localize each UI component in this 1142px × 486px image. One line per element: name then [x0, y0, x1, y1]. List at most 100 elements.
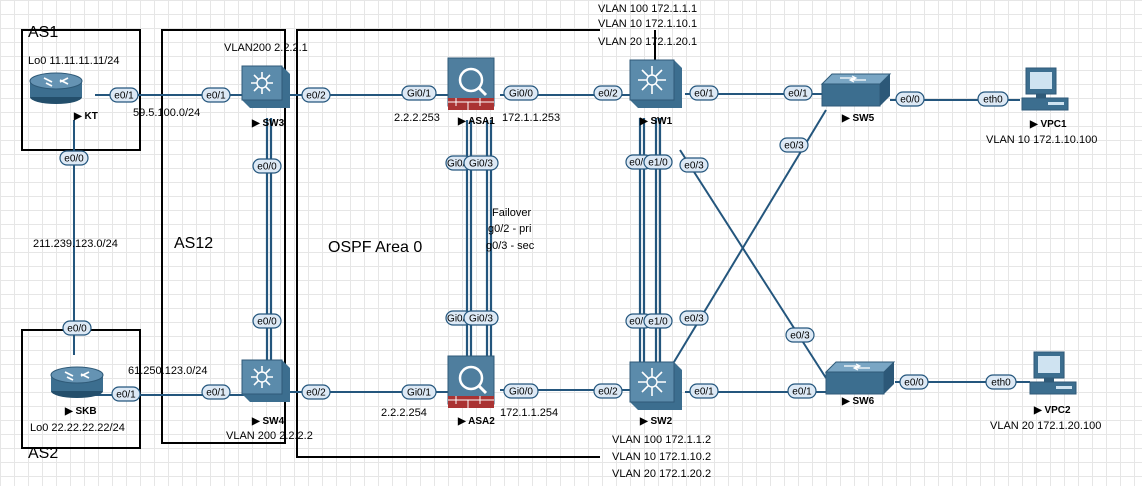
svg-text:Gi0/2: Gi0/2	[447, 159, 471, 170]
port-badge-sw1-e10: e1/0	[643, 154, 673, 170]
sw4-vlan-label: VLAN 200 2.2.2.2	[226, 430, 313, 442]
svg-text:e1/0: e1/0	[648, 317, 668, 328]
port-badge-skb-e01: e0/1	[111, 386, 141, 402]
svg-text:e0/2: e0/2	[306, 388, 326, 399]
asa1-device-label: ▶ ASA1	[457, 116, 495, 127]
as2-label: AS2	[28, 445, 58, 462]
svg-text:Gi0/1: Gi0/1	[407, 89, 431, 100]
as1-label: AS1	[28, 24, 58, 41]
sw3-vlan-label: VLAN200 2.2.2.1	[224, 42, 308, 54]
svg-text:e0/3: e0/3	[684, 161, 704, 172]
sw2-switch-icon[interactable]	[629, 361, 682, 410]
port-badge-sw4-e00: e0/0	[252, 313, 282, 329]
links	[73, 93, 1030, 396]
svg-text:eth0: eth0	[983, 95, 1003, 106]
sw2-device-label: ▶ SW2	[639, 416, 673, 427]
sw5-device-label: ▶ SW5	[841, 113, 875, 124]
port-badge-asa1-gi00: Gi0/0	[503, 85, 539, 101]
asa1-firewall-icon[interactable]	[447, 57, 495, 110]
sw1-device-label: ▶ SW1	[639, 116, 673, 127]
port-badge-asa1-gi03: Gi0/3	[463, 155, 499, 171]
sw5-switch-icon[interactable]	[820, 73, 892, 107]
svg-text:e0/1: e0/1	[206, 388, 226, 399]
port-badge-sw3-e02: e0/2	[301, 87, 331, 103]
svg-text:e0/1: e0/1	[116, 390, 136, 401]
svg-text:e0/1: e0/1	[114, 91, 134, 102]
port-badge-sw6-e03: e0/3	[785, 327, 815, 343]
vpc2-ip-label: VLAN 20 172.1.20.100	[990, 420, 1101, 432]
svg-text:eth0: eth0	[991, 378, 1011, 389]
svg-text:Gi0/1: Gi0/1	[407, 388, 431, 399]
svg-text:e0/0: e0/0	[64, 154, 84, 165]
port-badge-sw2-e01: e0/1	[689, 383, 719, 399]
svg-text:e0/0: e0/0	[257, 317, 277, 328]
port-badge-sw4-e02: e0/2	[301, 384, 331, 400]
asa2-inside-ip: 172.1.1.254	[500, 407, 558, 419]
sw1-vlan20-label: VLAN 20 172.1.20.1	[598, 36, 697, 48]
sw4-device-label: ▶ SW4	[251, 416, 285, 427]
svg-text:e0/0: e0/0	[257, 162, 277, 173]
svg-text:e0/1: e0/1	[694, 89, 714, 100]
svg-text:e0/3: e0/3	[784, 141, 804, 152]
port-badge-kt-e01: e0/1	[109, 87, 139, 103]
svg-text:e0/0: e0/0	[900, 95, 920, 106]
skb-loopback-label: Lo0 22.22.22.22/24	[30, 422, 125, 434]
sw2-vlan100-label: VLAN 100 172.1.1.2	[612, 434, 711, 446]
sw6-device-label: ▶ SW6	[841, 396, 875, 407]
svg-text:e0/0: e0/0	[67, 324, 87, 335]
port-badge-kt-e00: e0/0	[59, 150, 89, 166]
svg-text:Gi0/3: Gi0/3	[469, 314, 493, 325]
sw6-switch-icon[interactable]	[824, 361, 896, 395]
sw3-device-label: ▶ SW3	[251, 118, 285, 129]
svg-text:e0/1: e0/1	[694, 387, 714, 398]
skb-device-label: ▶ SKB	[64, 406, 97, 417]
as12-label: AS12	[174, 235, 213, 252]
asa1-inside-ip: 172.1.1.253	[502, 112, 560, 124]
asa2-firewall-icon[interactable]	[447, 355, 495, 408]
sw1-vlan100-label: VLAN 100 172.1.1.1	[598, 3, 697, 15]
kt-loopback-label: Lo0 11.11.11.11/24	[28, 55, 120, 67]
svg-text:e0/2: e0/2	[306, 91, 326, 102]
svg-text:e0/1: e0/1	[788, 89, 808, 100]
sw4-switch-icon[interactable]	[241, 359, 290, 402]
svg-text:e0/3: e0/3	[790, 331, 810, 342]
failover-secondary: g0/3 - sec	[486, 240, 535, 252]
port-badge-sw6-e01: e0/1	[787, 383, 817, 399]
port-badge-asa2-gi00: Gi0/0	[503, 383, 539, 399]
port-badge-asa1-gi01: Gi0/1	[401, 85, 437, 101]
svg-text:Gi0/0: Gi0/0	[509, 89, 533, 100]
svg-text:Gi0/2: Gi0/2	[447, 314, 471, 325]
failover-primary: g0/2 - pri	[488, 223, 531, 235]
sw2-vlan10-label: VLAN 10 172.1.10.2	[612, 451, 711, 463]
asa2-outside-ip: 2.2.2.254	[381, 407, 427, 419]
port-badge-sw3-e01: e0/1	[201, 87, 231, 103]
port-badge-vpc1-eth0: eth0	[977, 91, 1009, 107]
sw3-switch-icon[interactable]	[241, 65, 290, 108]
vpc1-device-label: ▶ VPC1	[1029, 119, 1067, 130]
port-badge-sw2-e03: e0/3	[679, 310, 709, 326]
asa1-outside-ip: 2.2.2.253	[394, 112, 440, 124]
ospf-boundary	[296, 29, 600, 458]
sw1-switch-icon[interactable]	[629, 59, 682, 108]
net-kt-sw3-label: 59.5.100.0/24	[133, 107, 200, 119]
port-badge-sw1-e03: e0/3	[679, 157, 709, 173]
svg-text:e0/0: e0/0	[904, 378, 924, 389]
port-badge-asa2-gi03: Gi0/3	[463, 310, 499, 326]
vpc1-pc-icon[interactable]	[1021, 67, 1069, 111]
port-badge-sw4-e01: e0/1	[201, 384, 231, 400]
svg-text:e0/3: e0/3	[684, 314, 704, 325]
svg-text:e0/0: e0/0	[629, 317, 649, 328]
net-skb-sw4-label: 61.250.123.0/24	[128, 365, 208, 377]
port-badge-vpc2-eth0: eth0	[985, 374, 1017, 390]
kt-router-icon[interactable]	[29, 72, 83, 104]
port-badge-sw5-e00: e0/0	[895, 91, 925, 107]
skb-router-icon[interactable]	[50, 366, 104, 398]
port-badge-sw6-e00: e0/0	[899, 374, 929, 390]
as1-boundary	[21, 29, 141, 151]
svg-text:e0/1: e0/1	[792, 387, 812, 398]
svg-text:e0/1: e0/1	[206, 91, 226, 102]
port-badge-asa2-gi01: Gi0/1	[401, 384, 437, 400]
port-badge-sw2-e10: e1/0	[643, 313, 673, 329]
net-kt-skb-label: 211.239.123.0/24	[33, 238, 118, 250]
vpc2-pc-icon[interactable]	[1029, 351, 1077, 395]
